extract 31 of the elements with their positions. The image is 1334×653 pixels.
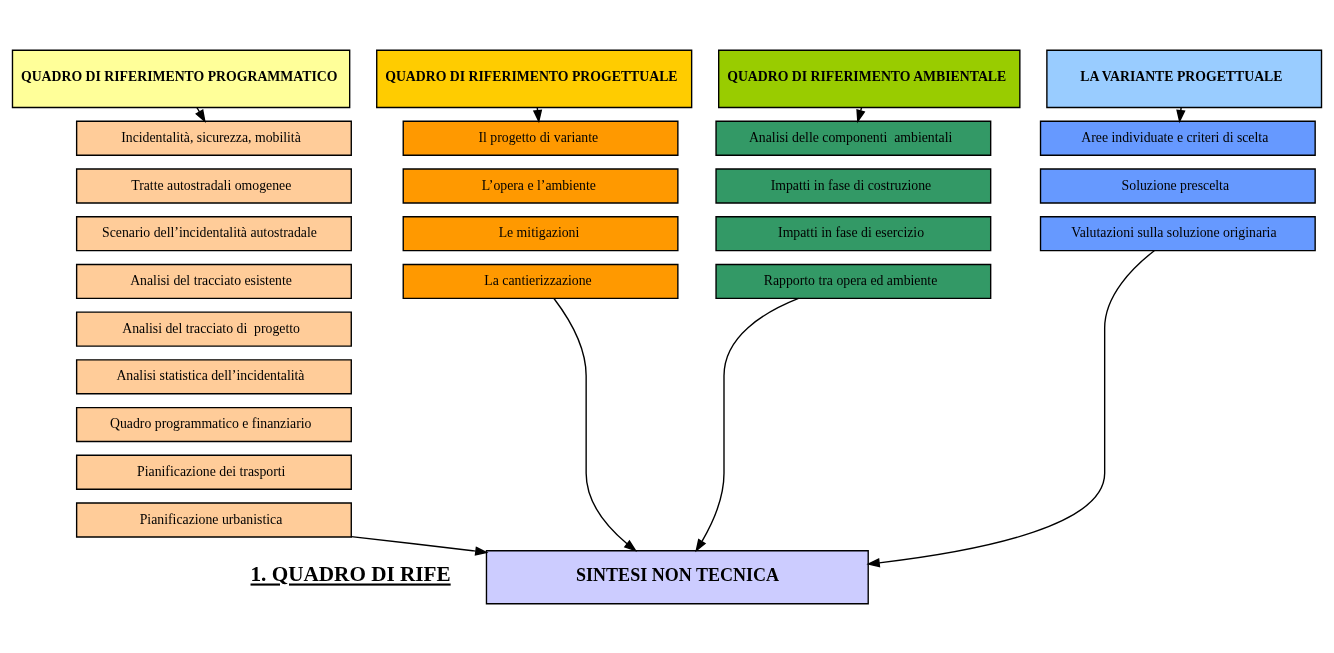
node-box: Pianificazione urbanistica: [75, 501, 352, 538]
arrow: [695, 297, 800, 552]
node-box: Analisi statistica dell’incidentalità: [75, 358, 352, 394]
node-box: Valutazioni sulla soluzione originaria: [1039, 215, 1316, 251]
arrow: [553, 297, 638, 552]
node-box: Aree individuate e criteri di scelta: [1039, 120, 1316, 156]
label: 1. QUADRO DI RIFE: [250, 561, 451, 586]
node-box: QUADRO DI RIFERIMENTO PROGRAMMATICO: [11, 49, 351, 108]
node-box: Incidentalità, sicurezza, mobilità: [75, 120, 352, 156]
node-box: Tratte autostradali omogenee: [75, 167, 352, 204]
arrow: [350, 535, 489, 556]
node-box: L’opera e l’ambiente: [402, 167, 679, 204]
node-box: QUADRO DI RIFERIMENTO PROGETTUALE: [376, 49, 693, 108]
node-box: Pianificazione dei trasporti: [75, 454, 352, 490]
node-box: LA VARIANTE PROGETTUALE: [1046, 49, 1323, 108]
node-box: Scenario dell’incidentalità autostradale: [75, 215, 352, 251]
arrow: [866, 249, 1155, 567]
node-box: Impatti in fase di costruzione: [715, 167, 992, 204]
node-box: QUADRO DI RIFERIMENTO AMBIENTALE: [718, 49, 1021, 108]
node-box: Analisi delle componenti ambientali: [715, 120, 992, 156]
node-box: Soluzione prescelta: [1039, 167, 1316, 204]
node-box: Quadro programmatico e finanziario: [75, 406, 352, 442]
node-box: SINTESI NON TECNICA: [485, 549, 869, 604]
node-box: Analisi del tracciato esistente: [75, 263, 352, 299]
node-box: Analisi del tracciato di progetto: [75, 310, 352, 347]
node-box: Il progetto di variante: [402, 120, 679, 156]
node-box: Rapporto tra opera ed ambiente: [715, 263, 992, 299]
node-box: La cantierizzazione: [402, 263, 679, 299]
arrow: [1176, 106, 1186, 123]
node-box: Impatti in fase di esercizio: [715, 215, 992, 251]
node-box: Le mitigazioni: [402, 215, 679, 251]
